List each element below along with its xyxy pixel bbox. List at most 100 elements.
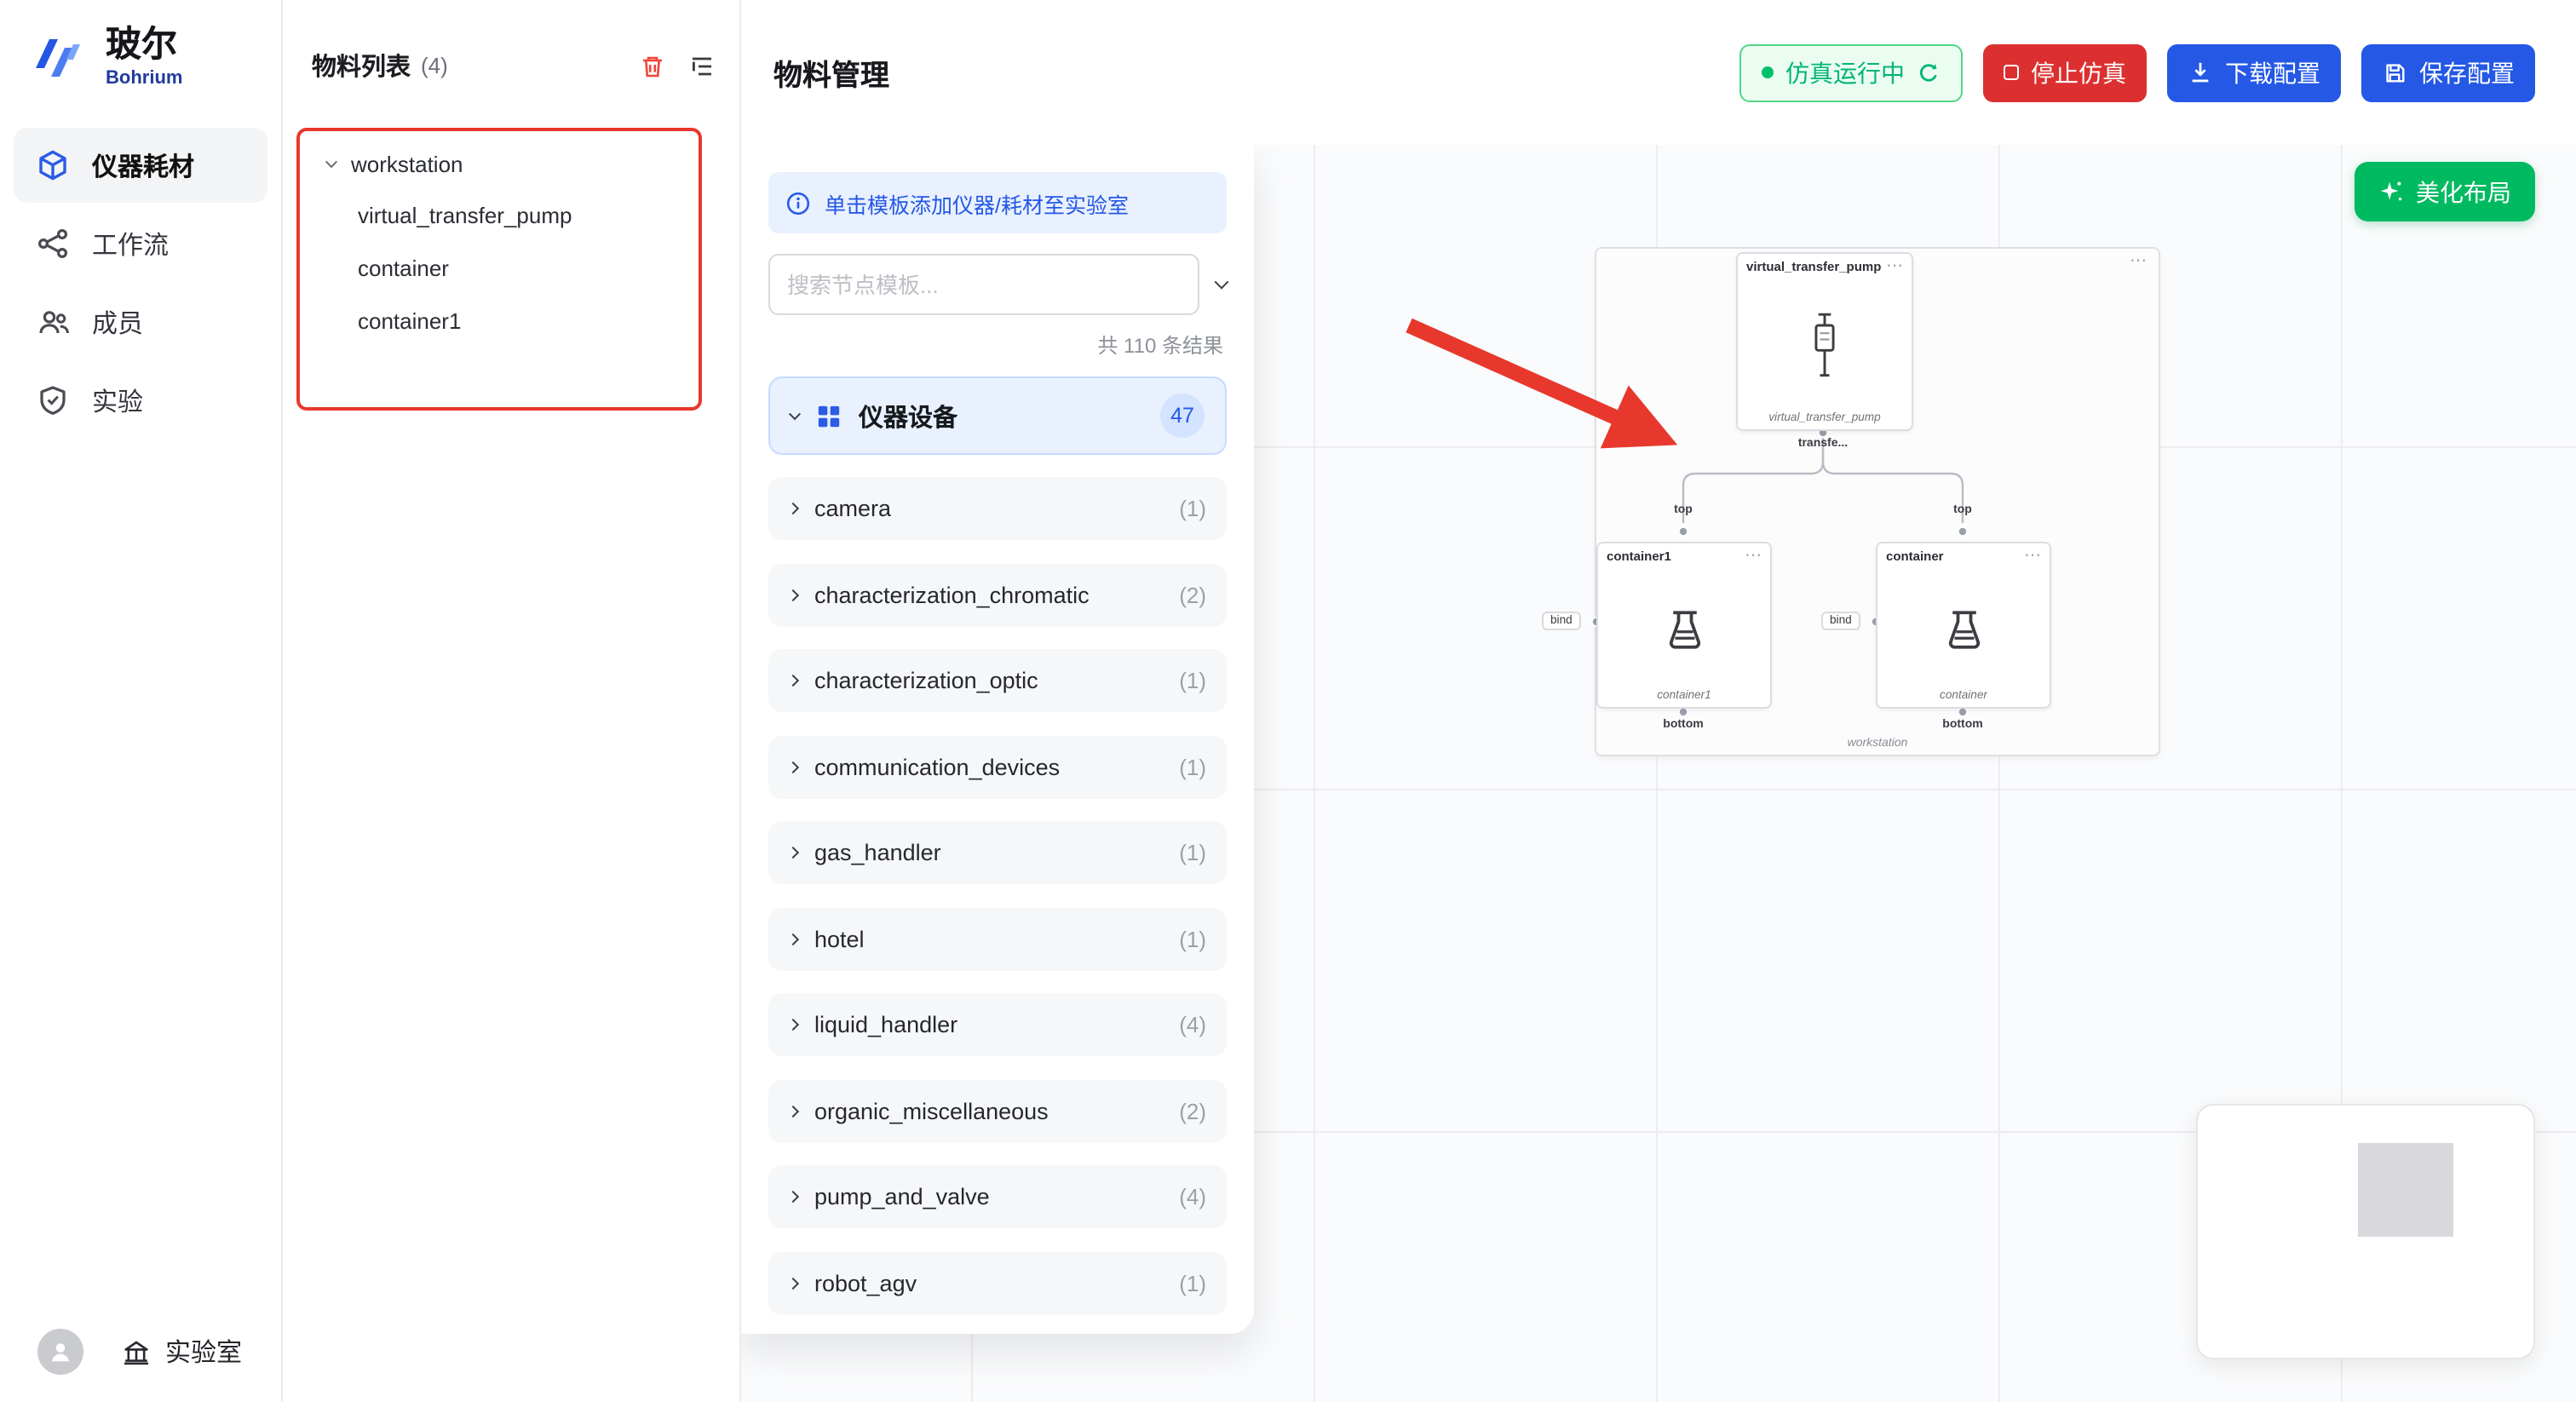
workflow-icon — [37, 228, 68, 259]
sparkle-icon — [2380, 181, 2402, 201]
chevron-right-icon — [786, 1190, 800, 1204]
template-item-label: camera — [814, 496, 892, 521]
template-item-pump-and-valve[interactable]: pump_and_valve (4) — [768, 1165, 1227, 1228]
page-title: 物料管理 — [773, 60, 889, 92]
port-label-top: top — [1953, 504, 1972, 516]
minimap[interactable] — [2196, 1104, 2535, 1359]
workstation-group-label: workstation — [1847, 738, 1908, 750]
category-label: 仪器设备 — [859, 405, 957, 432]
info-icon — [786, 191, 810, 215]
grid-icon — [818, 405, 840, 427]
user-avatar[interactable] — [37, 1329, 83, 1375]
sidebar-item-members[interactable]: 成员 — [14, 284, 267, 359]
node-sublabel: virtual_transfer_pump — [1768, 412, 1881, 424]
template-item-label: characterization_chromatic — [814, 582, 1090, 607]
bind-chip: bind — [1821, 612, 1860, 630]
node-title: container — [1886, 549, 1944, 564]
materials-tree: workstation virtual_transfer_pump contai… — [283, 138, 739, 348]
download-icon — [2192, 62, 2209, 83]
lab-label: 实验室 — [165, 1339, 243, 1368]
template-item-organic-miscellaneous[interactable]: organic_miscellaneous (2) — [768, 1079, 1227, 1142]
chevron-right-icon — [786, 1276, 800, 1290]
beaker-icon — [1668, 610, 1700, 648]
main-header: 物料管理 仿真运行中 停止仿真 下载配置 — [741, 0, 2576, 145]
materials-title: 物料列表 — [312, 55, 411, 82]
download-label: 下载配置 — [2225, 59, 2320, 86]
chevron-right-icon — [786, 932, 800, 945]
simulation-status-pill[interactable]: 仿真运行中 — [1739, 43, 1963, 101]
tree-node-label: workstation — [351, 151, 463, 176]
save-label: 保存配置 — [2419, 59, 2515, 86]
tree-node-workstation[interactable]: workstation — [283, 138, 739, 189]
sidebar-item-experiments[interactable]: 实验 — [14, 363, 267, 438]
building-icon — [124, 1340, 148, 1365]
chevron-right-icon — [786, 846, 800, 859]
node-title: virtual_transfer_pump — [1746, 259, 1882, 274]
node-virtual-transfer-pump[interactable]: virtual_transfer_pump ⋯ virtual_transfer… — [1736, 252, 1913, 431]
category-count-badge: 47 — [1160, 394, 1205, 438]
node-sublabel: container1 — [1657, 690, 1711, 702]
tree-node-container1[interactable]: container1 — [358, 308, 462, 334]
members-icon — [39, 311, 69, 334]
template-item-communication-devices[interactable]: communication_devices (1) — [768, 735, 1227, 798]
node-container[interactable]: container ⋯ container — [1876, 542, 2051, 709]
status-label: 仿真运行中 — [1785, 59, 1905, 86]
beautify-label: 美化布局 — [2416, 178, 2511, 205]
chevron-down-icon — [325, 155, 338, 168]
template-item-camera[interactable]: camera (1) — [768, 477, 1227, 540]
lab-switcher[interactable]: 实验室 — [121, 1334, 242, 1370]
sidebar-item-instruments[interactable]: 仪器耗材 — [14, 128, 267, 203]
template-item-label: robot_agv — [814, 1270, 917, 1296]
tree-view-icon[interactable] — [688, 52, 716, 79]
more-icon[interactable]: ⋯ — [1886, 257, 1903, 276]
port-label-transfer: transfe... — [1797, 438, 1849, 450]
search-input[interactable] — [768, 254, 1199, 315]
refresh-icon[interactable] — [1917, 60, 1941, 84]
materials-panel-header: 物料列表 (4) — [283, 0, 739, 83]
template-item-count: (2) — [1179, 582, 1206, 607]
brand-name: 玻尔 — [106, 26, 177, 65]
template-item-characterization-chromatic[interactable]: characterization_chromatic (2) — [768, 563, 1227, 626]
template-item-liquid-handler[interactable]: liquid_handler (4) — [768, 993, 1227, 1056]
brand: 玻尔 Bohrium — [0, 0, 281, 90]
more-icon[interactable]: ⋯ — [1745, 547, 1762, 566]
template-item-characterization-optic[interactable]: characterization_optic (1) — [768, 649, 1227, 712]
sidebar-item-label: 仪器耗材 — [92, 152, 195, 181]
minimap-viewport-rect — [2358, 1143, 2453, 1237]
trash-icon[interactable] — [639, 52, 666, 79]
download-config-button[interactable]: 下载配置 — [2167, 43, 2341, 101]
save-config-button[interactable]: 保存配置 — [2361, 43, 2535, 101]
more-icon[interactable]: ⋯ — [2130, 252, 2147, 271]
shield-icon — [40, 386, 66, 415]
materials-count: (4) — [421, 53, 448, 78]
stop-label: 停止仿真 — [2031, 59, 2126, 86]
template-item-label: characterization_optic — [814, 668, 1038, 693]
category-instruments[interactable]: 仪器设备 47 — [768, 376, 1227, 455]
template-item-count: (1) — [1179, 1270, 1206, 1296]
template-item-gas-handler[interactable]: gas_handler (1) — [768, 821, 1227, 884]
tree-node-pump[interactable]: virtual_transfer_pump — [358, 203, 572, 228]
chevron-down-icon — [788, 407, 802, 420]
person-icon — [51, 1343, 70, 1362]
sidebar-item-label: 工作流 — [92, 231, 170, 260]
collapse-chevron-icon[interactable] — [1214, 274, 1229, 290]
template-item-label: organic_miscellaneous — [814, 1098, 1049, 1123]
tree-node-container[interactable]: container — [358, 256, 449, 281]
port-label-bottom: bottom — [1663, 719, 1704, 731]
more-icon[interactable]: ⋯ — [2024, 547, 2041, 566]
chevron-right-icon — [786, 674, 800, 687]
template-item-robot-agv[interactable]: robot_agv (1) — [768, 1251, 1227, 1314]
beautify-layout-button[interactable]: 美化布局 — [2355, 162, 2535, 221]
stop-simulation-button[interactable]: 停止仿真 — [1983, 43, 2147, 101]
node-container1[interactable]: container1 ⋯ container1 — [1596, 542, 1772, 709]
template-item-count: (4) — [1179, 1184, 1206, 1210]
template-item-hotel[interactable]: hotel (1) — [768, 907, 1227, 970]
port-label-bottom: bottom — [1942, 719, 1983, 731]
stop-icon — [2004, 65, 2019, 80]
brand-subname: Bohrium — [106, 68, 183, 89]
sidebar: 玻尔 Bohrium 仪器耗材 工作流 — [0, 0, 283, 1402]
sidebar-item-workflow[interactable]: 工作流 — [14, 206, 267, 281]
workspace-canvas[interactable]: ⋯ workstation virtual_transfer_pump ⋯ — [741, 145, 2576, 1402]
status-dot-icon — [1762, 66, 1774, 78]
